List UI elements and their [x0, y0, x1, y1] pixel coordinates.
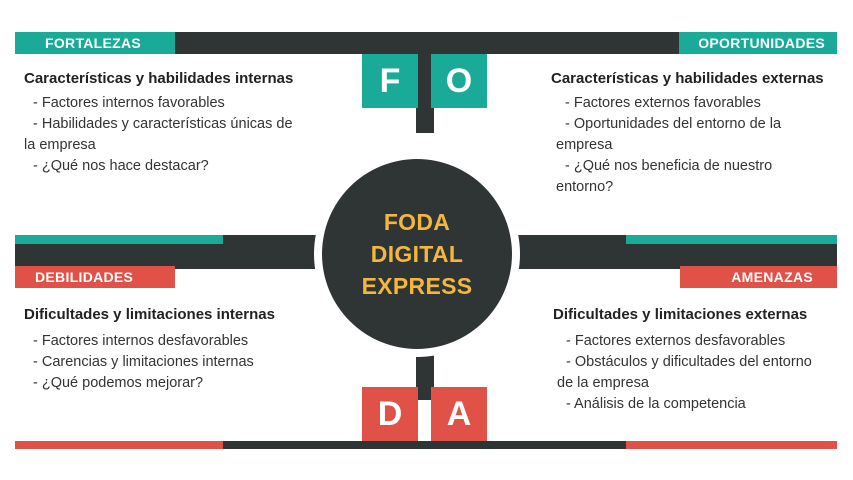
list-item: - Obstáculos y dificultades del entorno … [557, 354, 812, 391]
top-band [15, 32, 837, 54]
bottom-right-red-stripe [626, 441, 837, 449]
center-title: FODA DIGITAL EXPRESS [362, 206, 473, 302]
bottom-left-red-stripe [15, 441, 223, 449]
center-circle: FODA DIGITAL EXPRESS [314, 151, 520, 357]
letter-o: O [431, 54, 487, 108]
list-item: - ¿Qué nos beneficia de nuestro entorno? [556, 158, 773, 195]
list-item: - Factores internos desfavorables [33, 333, 249, 349]
list-item: - Oportunidades del entorno de la empres… [556, 116, 782, 153]
letter-a: A [431, 387, 487, 441]
debilidades-list: - Factores internos desfavorables - Care… [24, 331, 314, 394]
list-item: - ¿Qué podemos mejorar? [33, 375, 204, 391]
debilidades-label: DEBILIDADES [15, 266, 175, 288]
right-teal-stripe [626, 235, 837, 244]
letter-f: F [362, 54, 418, 108]
fortalezas-label: FORTALEZAS [15, 32, 175, 54]
oportunidades-list: - Factores externos favorables - Oportun… [556, 93, 811, 198]
left-teal-stripe [15, 235, 223, 244]
letter-d: D [362, 387, 418, 441]
center-title-line-1: FODA [383, 209, 451, 235]
debilidades-heading: Dificultades y limitaciones internas [24, 306, 275, 323]
oportunidades-label: OPORTUNIDADES [679, 32, 837, 54]
amenazas-heading: Dificultades y limitaciones externas [553, 306, 808, 323]
list-item: - Factores externos favorables [565, 95, 761, 111]
list-item: - Habilidades y características únicas d… [24, 116, 293, 153]
amenazas-label: AMENAZAS [680, 266, 837, 288]
list-item: - Carencias y limitaciones internas [33, 354, 254, 370]
top-stem [416, 50, 434, 133]
list-item: - Factores internos favorables [33, 95, 225, 111]
list-item: - ¿Qué nos hace destacar? [33, 158, 209, 174]
fortalezas-list: - Factores internos favorables - Habilid… [24, 93, 299, 177]
oportunidades-heading: Características y habilidades externas [551, 70, 824, 87]
list-item: - Análisis de la competencia [566, 396, 746, 412]
bottom-band [15, 441, 837, 449]
amenazas-list: - Factores externos desfavorables - Obst… [557, 331, 812, 415]
list-item: - Factores externos desfavorables [566, 333, 786, 349]
center-circle-inner: FODA DIGITAL EXPRESS [322, 159, 512, 349]
center-title-line-2: DIGITAL [370, 241, 464, 267]
fortalezas-heading: Características y habilidades internas [24, 70, 294, 87]
center-title-line-3: EXPRESS [361, 273, 473, 299]
